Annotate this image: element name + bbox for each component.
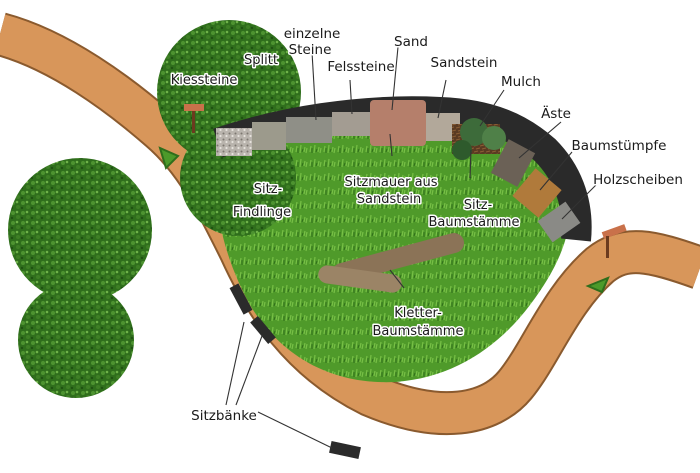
aeste-field bbox=[490, 139, 536, 187]
label-kletter-2: Baumstämme bbox=[373, 324, 464, 339]
label-sand: Sand bbox=[394, 34, 428, 50]
label-sitz-baumstaemme-1: Sitz- bbox=[464, 198, 493, 213]
label-mulch: Mulch bbox=[501, 74, 541, 90]
splitt-field bbox=[252, 122, 286, 150]
label-splitt: Splitt bbox=[244, 53, 278, 68]
label-findlinge-2: Findlinge bbox=[233, 205, 291, 220]
label-aeste: Äste bbox=[541, 104, 571, 122]
label-kletter-1: Kletter- bbox=[394, 306, 442, 321]
kiessteine-field bbox=[216, 128, 252, 156]
kletter-baumstaemme bbox=[318, 232, 465, 293]
einzelne-steine-field bbox=[286, 117, 332, 143]
signposts bbox=[184, 104, 627, 258]
signpost-left bbox=[184, 104, 204, 111]
label-sitzbaenke: Sitzbänke bbox=[191, 408, 257, 424]
signpost-right bbox=[601, 224, 627, 239]
label-sitzmauer-1: Sitzmauer aus bbox=[344, 175, 437, 190]
footpath bbox=[0, 14, 700, 434]
label-sandstein: Sandstein bbox=[431, 55, 498, 71]
label-einzelne-steine-2: Steine bbox=[289, 42, 332, 58]
sitzbaenke bbox=[229, 283, 361, 459]
baumstuempfe-field bbox=[512, 168, 562, 218]
label-holzscheiben: Holzscheiben bbox=[593, 172, 683, 188]
label-felssteine: Felssteine bbox=[327, 59, 394, 75]
label-sitz-baumstaemme-2: Baumstämme bbox=[429, 215, 520, 230]
sitzmauer-sandstein bbox=[370, 100, 426, 146]
label-baumstuempfe: Baumstümpfe bbox=[572, 138, 667, 154]
triangle-planting-left bbox=[158, 146, 180, 170]
triangle-planting-right bbox=[585, 276, 610, 294]
label-kiessteine: Kiessteine bbox=[171, 73, 238, 88]
sitz-baumstaemme bbox=[452, 118, 506, 160]
label-sitzmauer-2: Sandstein bbox=[357, 192, 421, 207]
diagram-labels: einzelne Steine Sand Sandstein Felsstein… bbox=[169, 25, 684, 426]
felssteine-field bbox=[332, 112, 372, 136]
label-einzelne-steine-1: einzelne bbox=[284, 26, 341, 42]
leader-lines bbox=[225, 46, 597, 449]
label-findlinge-1: Sitz- bbox=[254, 182, 283, 197]
